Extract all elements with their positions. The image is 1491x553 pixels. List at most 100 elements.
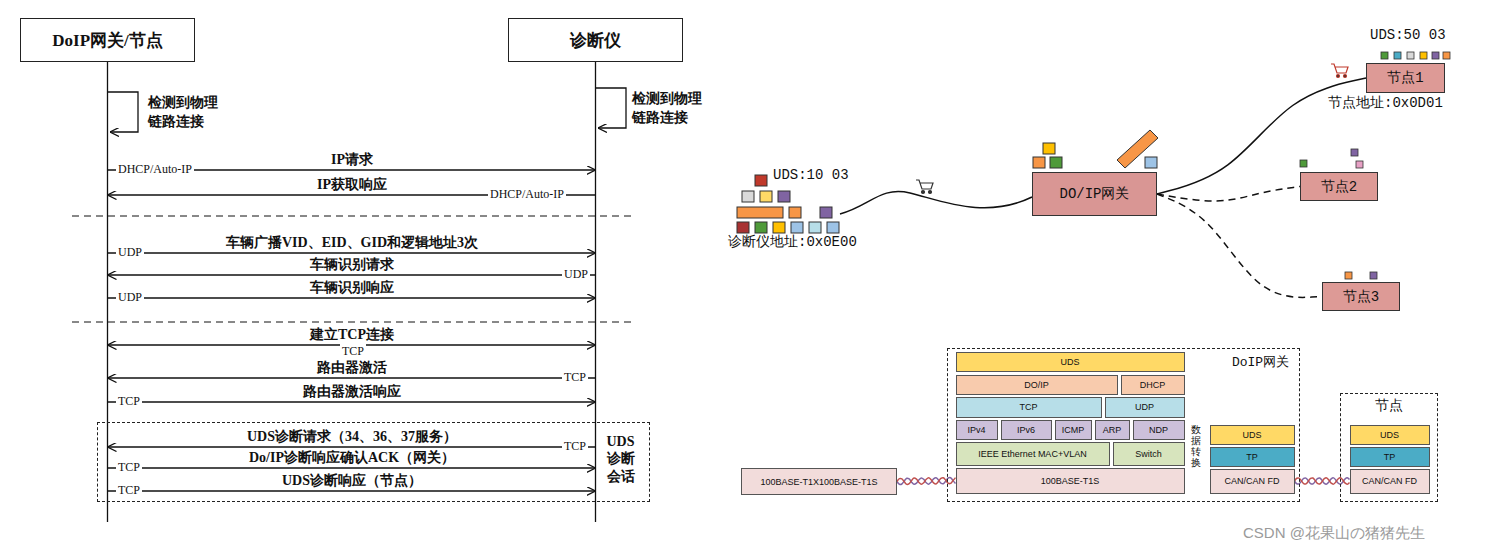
frame-heading: DoIP网关 (1226, 355, 1296, 371)
box-label: UDP (1135, 402, 1154, 412)
lifeline-head: DoIP网关/节点 (20, 18, 195, 62)
connector-group (108, 275, 596, 276)
protocol-layer: UDS (1210, 425, 1295, 445)
cart-wheel (1344, 75, 1347, 78)
self-loops (108, 88, 626, 132)
protocol-layer: UDS (1350, 425, 1430, 445)
packet (1300, 160, 1307, 167)
protocol-tag: UDP (116, 245, 144, 260)
box-label: 100BASE-T1X100BASE-T1S (760, 477, 877, 487)
packet (1432, 52, 1439, 59)
message-label: 车辆广播VID、EID、GID和逻辑地址3次 (226, 234, 478, 252)
box-label: ICMP (1062, 425, 1085, 435)
connector-group (108, 195, 596, 196)
packet (1033, 157, 1045, 168)
stack-frame: 节点 UDS TP CAN/CAN FD (1340, 393, 1438, 502)
packet (737, 222, 749, 233)
protocol-tag: TCP (340, 344, 366, 359)
connector-group (1157, 187, 1300, 202)
protocol-tag: TCP (116, 460, 142, 475)
twisted-wire (1295, 478, 1350, 484)
message-label: UDS诊断响应（节点） (282, 472, 422, 490)
message-arrow (108, 446, 596, 447)
protocol-layer: DHCP (1121, 375, 1185, 395)
box-label: 节点3 (1343, 288, 1379, 306)
protocol-tag: TCP (116, 394, 142, 409)
packet (1443, 52, 1450, 59)
twisted-wire (897, 478, 956, 485)
message-label: UDS诊断请求（34、36、37服务） (247, 428, 457, 446)
box-label: DHCP (1140, 380, 1166, 390)
box-label: CAN/CAN FD (1224, 476, 1279, 486)
packet (1145, 157, 1157, 168)
cart-icon (916, 180, 933, 194)
cart-icon (1331, 64, 1348, 78)
protocol-tag: TCP (562, 370, 588, 385)
box-label: NDP (1149, 425, 1168, 435)
message-arrow (108, 467, 596, 468)
box-label: UDS (1380, 430, 1399, 440)
protocol-layer: UDP (1105, 397, 1185, 418)
message-label: Do/IP诊断响应确认ACK（网关） (249, 449, 455, 467)
frame-heading: 节点 (1340, 398, 1438, 416)
message-arrow (108, 274, 596, 275)
box-label: 100BASE-T1S (1041, 476, 1100, 486)
protocol-layer: ICMP (1055, 420, 1092, 440)
box-label: 诊断仪 (570, 29, 621, 52)
packet (778, 191, 790, 202)
box-label: IPv4 (967, 425, 985, 435)
twisted-wire (897, 478, 956, 485)
packet (1407, 52, 1414, 59)
tester-packets (737, 175, 839, 233)
packet (1370, 272, 1377, 279)
message-arrow (108, 490, 596, 491)
packet (791, 222, 803, 233)
network-link (1157, 187, 1300, 202)
protocol-layer: CAN/CAN FD (1210, 469, 1295, 494)
message-arrow (108, 252, 596, 253)
packet (755, 222, 767, 233)
protocol-layer: CAN/CAN FD (1350, 469, 1430, 494)
box-label: 节点2 (1321, 178, 1357, 196)
box-label: TP (1384, 452, 1396, 462)
ecu-box: 节点1 (1366, 63, 1445, 93)
phase-separator (72, 322, 634, 323)
twisted-wire (1295, 478, 1350, 484)
message-label: 车辆识别请求 (310, 256, 394, 274)
packet (737, 207, 783, 218)
connector-group (108, 253, 596, 254)
message-arrow (108, 194, 596, 195)
uds-request-tag: UDS:10 03 (773, 167, 849, 183)
connector-group (1157, 194, 1322, 297)
packet (820, 207, 832, 218)
box-label: CAN/CAN FD (1362, 476, 1417, 486)
packet (1394, 52, 1401, 59)
box-label: 节点1 (1387, 69, 1423, 87)
uds-response-tag: UDS:50 03 (1370, 27, 1446, 43)
protocol-layer: IPv6 (1001, 420, 1052, 440)
packet (809, 222, 821, 233)
message-label: 路由器激活响应 (303, 383, 401, 401)
gateway-box: DO/IP网关 (1032, 172, 1157, 216)
connector-group (108, 345, 596, 346)
protocol-layer: NDP (1133, 420, 1185, 440)
lifeline (107, 62, 108, 522)
protocol-layer: 100BASE-T1S (956, 468, 1185, 494)
packet (827, 222, 839, 233)
address-tag: 诊断仪地址:0x0E00 (728, 233, 857, 251)
packet (755, 175, 767, 186)
box-label: DoIP网关/节点 (52, 29, 163, 52)
connector-group (108, 378, 596, 379)
packet (773, 222, 785, 233)
tester-wire (840, 192, 1032, 214)
twisted-pair (897, 478, 956, 485)
address-tag: 节点地址:0x0D01 (1328, 94, 1443, 112)
phy-box: 100BASE-T1X100BASE-T1S (741, 468, 897, 495)
connector-group (108, 491, 596, 492)
protocol-layer: DO/IP (956, 375, 1118, 395)
ecu-box: 节点2 (1300, 172, 1378, 201)
protocol-layer: IEEE Ethernet MAC+VLAN (956, 442, 1110, 466)
network-link (1157, 194, 1322, 297)
